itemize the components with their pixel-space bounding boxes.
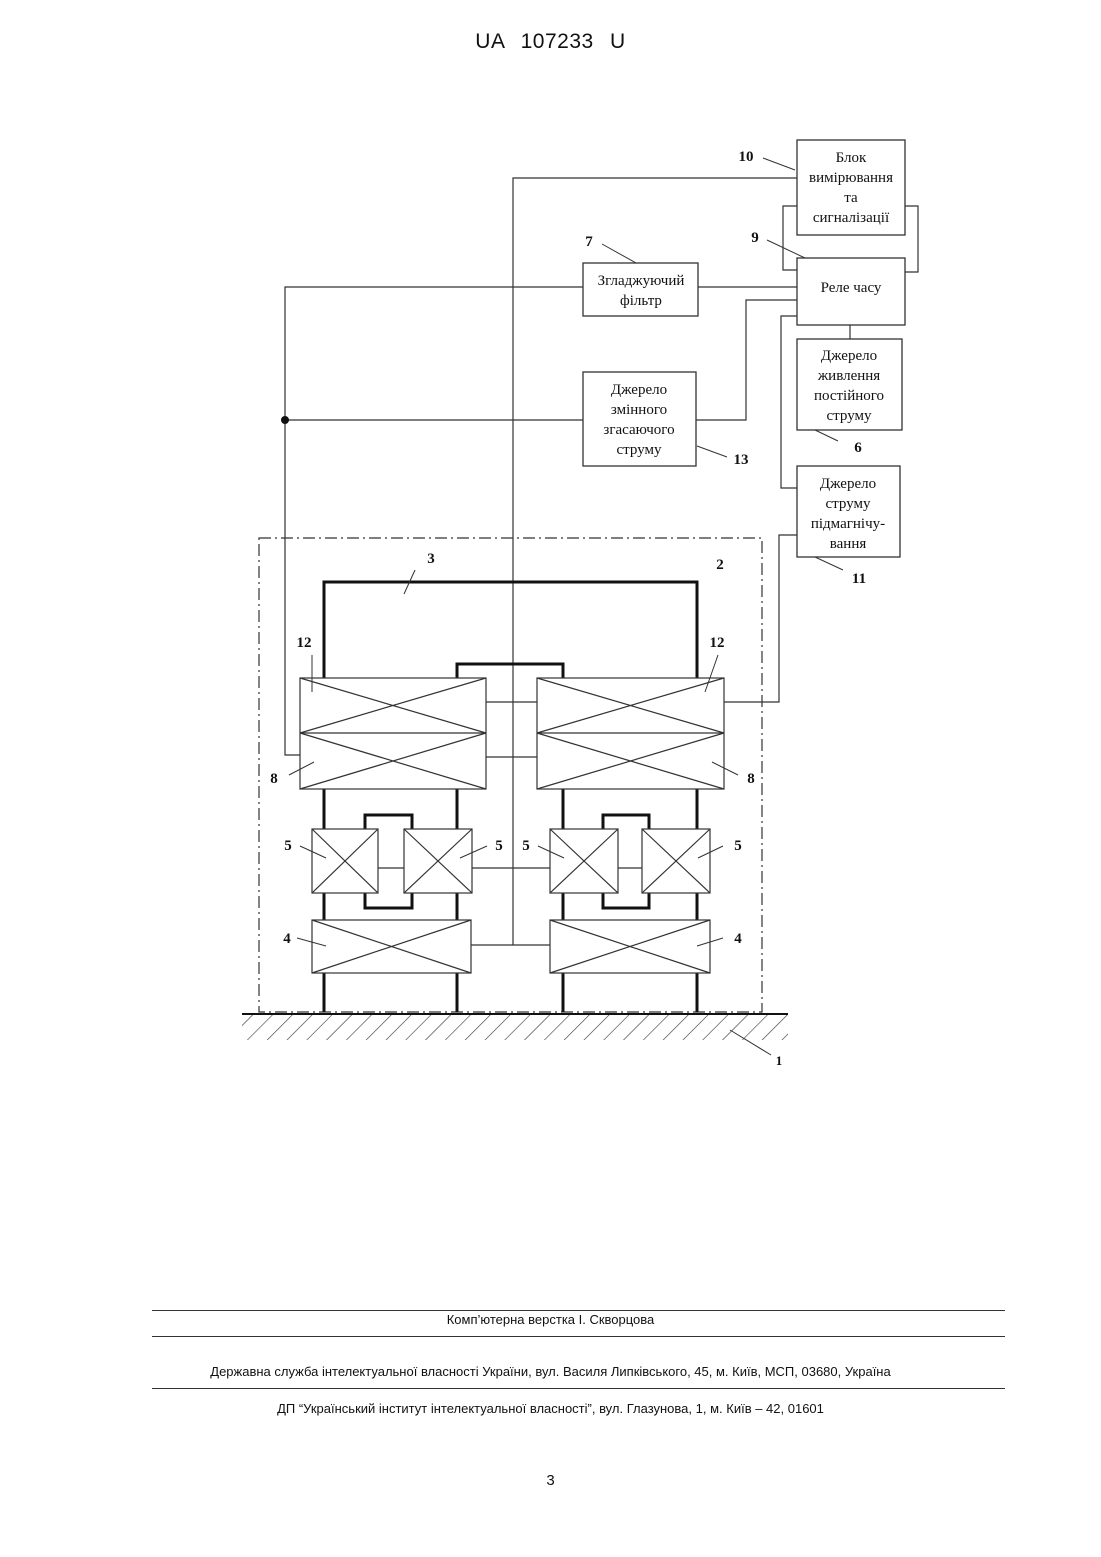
ref-4-left: 4 — [283, 931, 291, 947]
ref-9: 9 — [751, 230, 759, 246]
block-10-line-4: сигналізації — [813, 210, 890, 226]
block-6-line-3: постійного — [814, 388, 884, 404]
block-13-line-3: згасаючого — [603, 422, 674, 438]
schematic-figure: Блок вимірювання та сигналізації Реле ча… — [0, 0, 1101, 1100]
wire-10-9-left — [783, 206, 797, 270]
ref-11: 11 — [852, 571, 866, 587]
ref-3: 3 — [427, 551, 435, 567]
ref-6: 6 — [854, 440, 862, 456]
ref-8-left: 8 — [270, 771, 278, 787]
block-7-line-2: фільтр — [620, 293, 662, 309]
footer-institute-address: ДП “Український інститут інтелектуальної… — [0, 1401, 1101, 1416]
block-6-line-4: струму — [827, 408, 872, 424]
ref-12-right: 12 — [710, 635, 725, 651]
wire-relay-bias — [781, 316, 797, 488]
block-13-line-2: змінного — [611, 402, 667, 418]
ref-13: 13 — [734, 452, 749, 468]
wire-10-9-right — [905, 206, 918, 272]
block-11-line-3: підмагнічу- — [811, 516, 885, 532]
page-number: 3 — [0, 1472, 1101, 1489]
ref-5-d: 5 — [734, 838, 742, 854]
block-13-line-1: Джерело — [611, 382, 667, 398]
block-11-line-4: вання — [830, 536, 867, 552]
junction-dot — [281, 416, 289, 424]
ref-4-right: 4 — [734, 931, 742, 947]
block-11-line-1: Джерело — [820, 476, 876, 492]
block-11-line-2: струму — [826, 496, 871, 512]
ref-5-a: 5 — [284, 838, 292, 854]
wire-ac-relay — [696, 300, 797, 420]
ref-1: 1 — [776, 1053, 783, 1068]
block-7-line-1: Згладжуючий — [598, 273, 685, 289]
block-9-line-1: Реле часу — [821, 280, 882, 296]
block-6-line-2: живлення — [817, 368, 880, 384]
block-6-line-1: Джерело — [821, 348, 877, 364]
ref-2: 2 — [716, 557, 724, 573]
footer-rule-2 — [152, 1336, 1005, 1337]
ref-5-c: 5 — [522, 838, 530, 854]
ref-5-b: 5 — [495, 838, 503, 854]
block-10-line-3: та — [844, 190, 858, 206]
footer-layout-credit: Комп’ютерна верстка І. Скворцова — [0, 1312, 1101, 1327]
footer-office-address: Державна служба інтелектуальної власност… — [0, 1364, 1101, 1379]
wire-bias-coil — [724, 535, 797, 702]
footer-rule-1 — [152, 1310, 1005, 1311]
block-10-line-2: вимірювання — [809, 170, 893, 186]
footer-rule-3 — [152, 1388, 1005, 1389]
block-10-line-1: Блок — [836, 150, 867, 166]
ref-10: 10 — [739, 149, 754, 165]
ref-12-left: 12 — [297, 635, 312, 651]
base-hatch — [242, 1014, 788, 1040]
ref-8-right: 8 — [747, 771, 755, 787]
ref-7: 7 — [585, 234, 593, 250]
block-13-line-4: струму — [617, 442, 662, 458]
